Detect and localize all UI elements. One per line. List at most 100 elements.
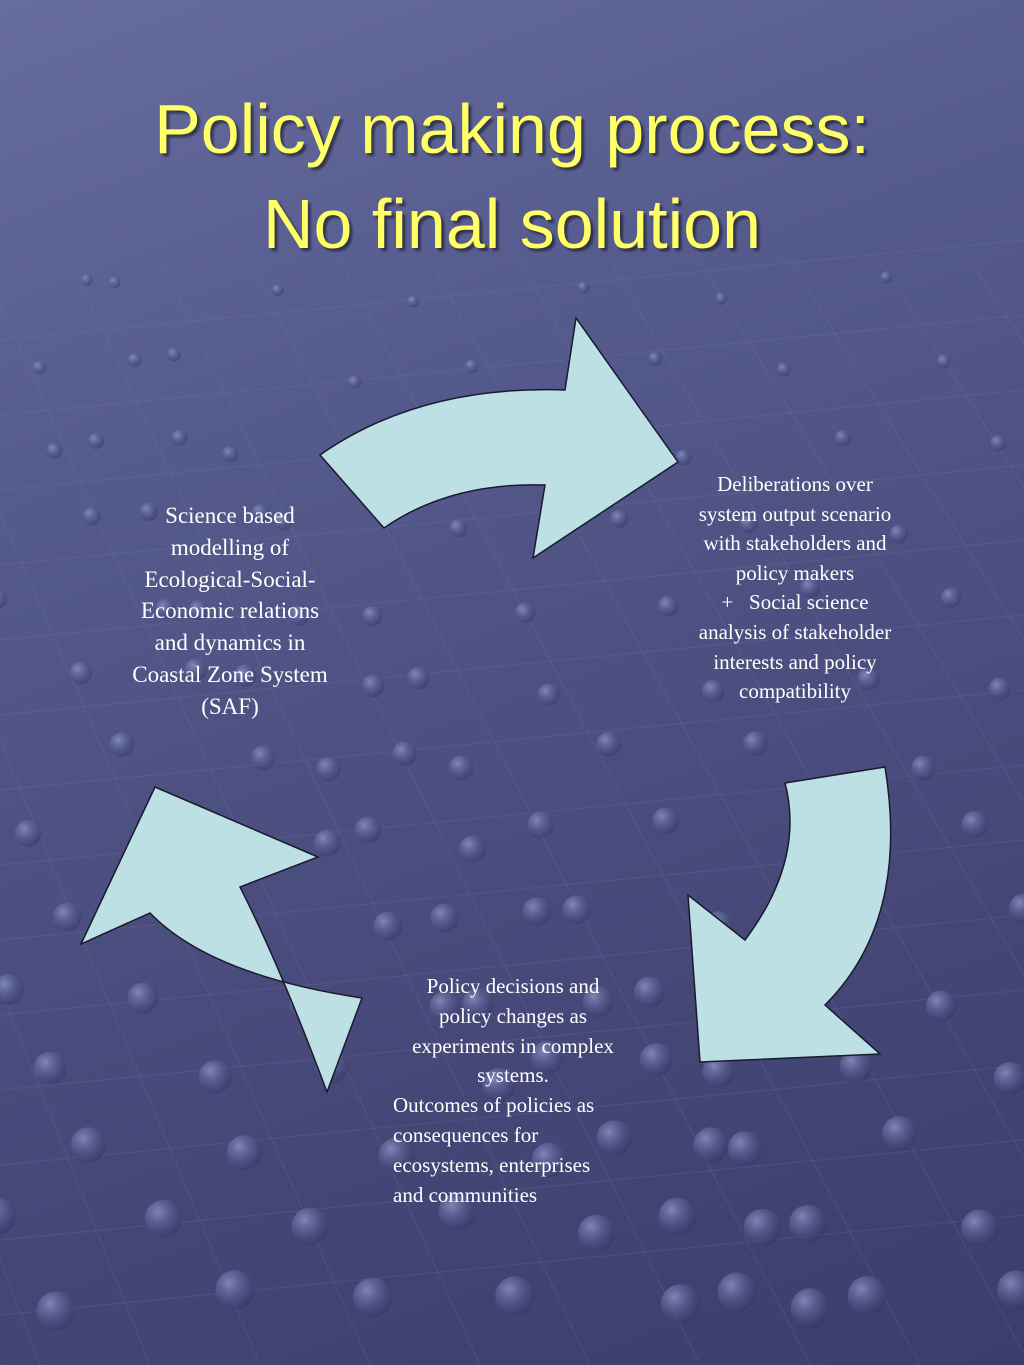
background-sphere [139, 502, 159, 521]
node-line: analysis of stakeholder [698, 619, 892, 644]
background-sphere [464, 359, 479, 374]
background-sphere [739, 514, 758, 534]
background-sphere [288, 605, 309, 626]
background-grid-line [609, 259, 1024, 976]
node-line: Outcomes of policies as [393, 1093, 595, 1118]
background-sphere [52, 902, 82, 932]
background-sphere [226, 1135, 262, 1171]
background-sphere [482, 1068, 516, 1102]
background-sphere [407, 295, 420, 308]
background-sphere [271, 284, 284, 297]
background-sphere [373, 911, 402, 941]
node-science-modelling: Science based modelling of Ecological-So… [108, 500, 352, 723]
background-sphere [291, 1207, 329, 1245]
background-sphere [188, 599, 209, 621]
background-sphere [639, 1043, 673, 1077]
background-grid-line [0, 302, 481, 1365]
background-grid-line [699, 259, 1024, 804]
node-line: system output scenario [698, 501, 892, 526]
background-sphere [36, 1291, 76, 1331]
node-line: Coastal Zone System [132, 661, 328, 687]
node-line: ecosystems, enterprises [393, 1152, 591, 1177]
background-sphere [715, 292, 728, 305]
background-sphere [392, 741, 417, 766]
background-sphere [727, 1131, 763, 1167]
background-sphere [407, 666, 430, 690]
background-grid-line [0, 511, 371, 1365]
background-sphere [109, 732, 135, 757]
background-sphere [847, 1276, 887, 1316]
background-sphere [961, 810, 989, 838]
background-sphere [438, 1193, 476, 1231]
background-sphere [462, 988, 494, 1020]
background-sphere [839, 1050, 873, 1084]
background-sphere [658, 1197, 696, 1235]
background-sphere [184, 658, 208, 681]
background-grid-line [789, 259, 1024, 642]
background-sphere [800, 577, 821, 598]
background-sphere [911, 755, 936, 781]
background-sphere [514, 602, 536, 623]
background-grid-line [69, 259, 591, 1365]
background-sphere [313, 829, 341, 857]
node-line: systems. [477, 1063, 549, 1088]
node-line: Science based [165, 503, 295, 528]
node-line: experiments in complex [412, 1033, 614, 1058]
title-line-1: Policy making process: [154, 90, 870, 168]
background-grid-line [0, 539, 1024, 641]
background-sphere [127, 982, 159, 1014]
background-sphere [776, 362, 791, 377]
curved-arrow-up-icon [79, 786, 364, 1095]
background-sphere [531, 1142, 567, 1178]
background-sphere [988, 677, 1012, 701]
background-grid-line [159, 259, 701, 1365]
background-sphere [448, 755, 474, 781]
node-line: with stakeholders and [703, 531, 887, 556]
node-line: Ecological-Social- [144, 566, 316, 592]
background-sphere [634, 976, 665, 1008]
background-sphere [0, 1197, 16, 1235]
background-sphere [33, 1051, 67, 1085]
node-line: + Social science [721, 590, 869, 615]
node-line: interests and policy [713, 649, 877, 674]
background-grid-line [0, 738, 261, 1365]
background-sphere [660, 1284, 700, 1324]
background-sphere [997, 1270, 1024, 1310]
background-sphere [648, 351, 663, 366]
background-sphere [596, 1120, 632, 1156]
background-grid-line [0, 464, 1024, 566]
background-sphere [127, 353, 142, 367]
background-sphere [14, 820, 42, 847]
background-sphere [80, 273, 93, 286]
background-sphere [167, 347, 181, 362]
background-grid-line [0, 314, 1024, 416]
background-sphere [0, 974, 24, 1005]
background-sphere [1009, 893, 1024, 923]
node-line: Deliberations over [717, 472, 873, 496]
background-sphere [82, 506, 101, 526]
background-sphere [693, 1127, 729, 1163]
background-sphere [273, 512, 293, 531]
background-sphere [352, 1277, 393, 1317]
background-sphere [378, 1137, 414, 1173]
background-sphere [789, 1204, 827, 1243]
background-sphere [925, 990, 957, 1022]
node-deliberations: Deliberations over system output scenari… [670, 470, 920, 707]
background-sphere [0, 589, 7, 609]
background-sphere [354, 816, 382, 844]
background-sphere [70, 1127, 106, 1163]
background-sphere [449, 519, 468, 538]
background-sphere [215, 1270, 255, 1310]
node-line: (SAF) [201, 693, 259, 719]
background-sphere [459, 835, 486, 863]
background-sphere [171, 429, 188, 446]
background-sphere [990, 435, 1007, 452]
background-sphere [652, 807, 679, 835]
background-sphere [857, 667, 880, 691]
node-line: and communities [393, 1182, 538, 1207]
node-line: consequences for [393, 1122, 539, 1147]
background-sphere [522, 897, 552, 926]
background-sphere [495, 1276, 535, 1316]
background-sphere [743, 731, 768, 756]
